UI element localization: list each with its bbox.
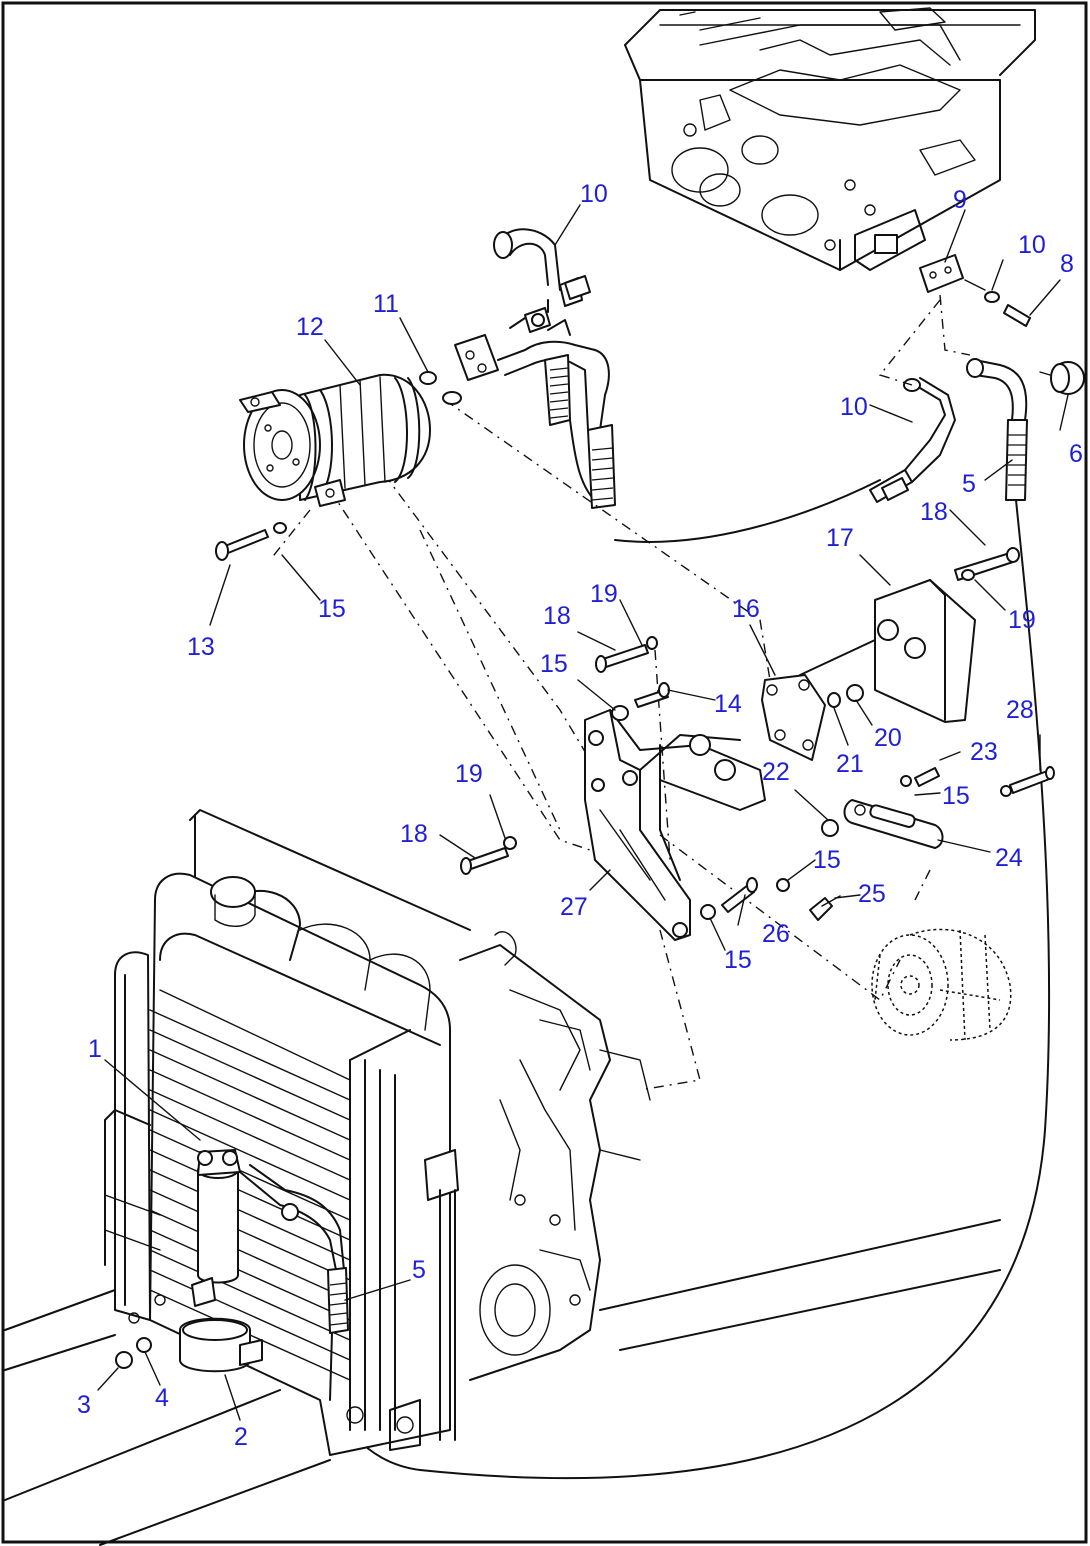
callout-1: 1 <box>88 1035 102 1063</box>
hose-10-upper-hatching <box>549 367 569 419</box>
callout-15-bracket-upper: 15 <box>540 650 568 678</box>
callout-3: 3 <box>77 1391 91 1419</box>
hose-lower-section-hatching <box>591 447 614 501</box>
callout-13: 13 <box>187 633 215 661</box>
callout-28: 28 <box>1006 696 1034 724</box>
callout-6: 6 <box>1069 440 1083 468</box>
hose-10-lower-drawing <box>614 377 956 543</box>
callout-19-right: 19 <box>1008 606 1036 634</box>
bracket-7-drawing <box>919 254 1031 327</box>
radiator-drawing <box>114 809 471 1456</box>
callout-15-bracket-right: 15 <box>813 846 841 874</box>
manifold-and-hoses-drawing <box>454 275 616 509</box>
callout-leaders <box>97 204 1069 1421</box>
callout-15-link: 15 <box>942 782 970 810</box>
heater-unit-drawing <box>624 7 1036 271</box>
callout-25: 25 <box>858 880 886 908</box>
callout-11: 11 <box>373 290 399 318</box>
receiver-drier-1-drawing <box>104 1109 263 1373</box>
callout-19-upper: 19 <box>590 580 618 608</box>
radiator-fins <box>149 989 351 1381</box>
callout-17: 17 <box>826 524 854 552</box>
callout-23: 23 <box>970 738 998 766</box>
callout-5-lower: 5 <box>412 1256 426 1284</box>
callout-18-upper-right: 18 <box>920 498 948 526</box>
callout-8: 8 <box>1060 250 1074 278</box>
hose-5-lower-drawing <box>239 1164 349 1401</box>
compressor-12-drawing <box>239 371 462 507</box>
link-24-drawing <box>843 766 1055 849</box>
plate-16-drawing <box>761 639 876 761</box>
callout-26: 26 <box>762 920 790 948</box>
callout-18-upper: 18 <box>543 602 571 630</box>
callout-4: 4 <box>155 1384 169 1412</box>
callout-15-compressor: 15 <box>318 595 346 623</box>
callout-2: 2 <box>234 1423 248 1451</box>
plate-17-drawing <box>874 547 1020 723</box>
callout-27: 27 <box>560 893 588 921</box>
engine-block-drawing <box>459 931 651 1381</box>
callout-12: 12 <box>296 313 324 341</box>
callout-10-lower: 10 <box>840 393 868 421</box>
callout-20: 20 <box>874 724 902 752</box>
callout-15-bracket-lower: 15 <box>724 946 752 974</box>
callout-9: 10 <box>1018 231 1046 259</box>
callout-5-right: 5 <box>962 470 976 498</box>
callout-19-left: 19 <box>455 760 483 788</box>
callout-21: 21 <box>836 750 864 778</box>
hose-5-right-drawing <box>329 358 1085 1479</box>
callout-16: 16 <box>732 595 760 623</box>
callout-18-left: 18 <box>400 820 428 848</box>
callout-labels: 10 9 10 8 11 12 10 6 5 18 17 19 15 13 19… <box>77 180 1083 1451</box>
chassis-frame-drawing <box>4 1219 1001 1546</box>
callout-7: 9 <box>953 186 967 214</box>
callout-22: 22 <box>762 758 790 786</box>
bolt-13-drawing <box>215 522 287 561</box>
callout-24: 24 <box>995 844 1023 872</box>
bracket-27-drawing <box>584 709 766 941</box>
callout-14: 14 <box>714 690 742 718</box>
callout-10-upper: 10 <box>580 180 608 208</box>
bracket-fasteners-drawing <box>460 636 841 921</box>
alternator-drawing <box>871 928 1012 1041</box>
